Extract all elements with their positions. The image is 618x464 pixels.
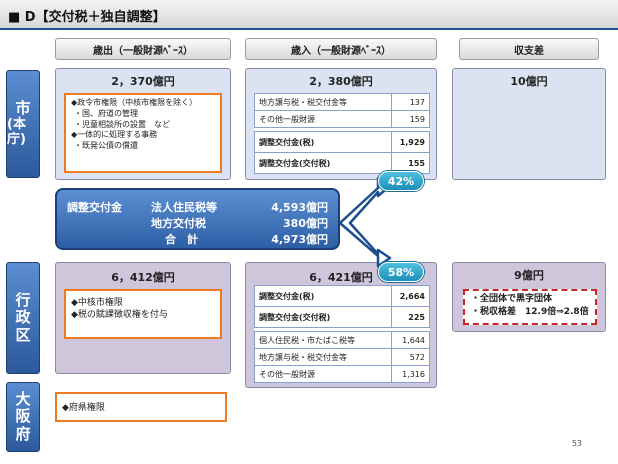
grant-summary-box: 調整交付金 法人住民税等 4,593億円 地方交付税 380億円 合 計 4,9… [55, 188, 340, 250]
ratio-badge-upper: 42% [378, 171, 424, 191]
row-label-city: 市 (本庁) [6, 70, 40, 178]
table-row: 調整交付金(交付税) 155 [254, 152, 430, 174]
city-expenditure-notes: ◆政令市権限（中核市権限を除く） ・国、府道の管理 ・児童相談所の設置 など ◆… [64, 93, 222, 173]
table-row: 調整交付金(交付税) 225 [254, 306, 430, 328]
city-balance-value: 10億円 [510, 75, 548, 88]
page-title: ■ D【交付税＋独自調整】 [8, 10, 166, 25]
ward-note-1: ◆中核市権限 [71, 298, 123, 308]
city-note-4: ◆一体的に処理する事務 [71, 130, 158, 140]
ward-balance-value: 9億円 [514, 269, 544, 282]
ward-revenue-table: 調整交付金(税) 2,664 調整交付金(交付税) 225 個人住民税・市たばこ… [254, 285, 430, 383]
row-label-ward-line1: 行 [15, 291, 31, 310]
ward-balance-note-1: ・全団体で黒字団体 [471, 294, 553, 304]
row-label-prefecture-line3: 府 [15, 424, 31, 443]
row-label-prefecture: 大 阪 府 [6, 382, 40, 452]
row-label-city-line1: 市 [15, 99, 31, 118]
city-expenditure-panel: 2，370億円 ◆政令市権限（中核市権限を除く） ・国、府道の管理 ・児童相談所… [55, 68, 231, 180]
ward-expenditure-notes: ◆中核市権限 ◆税の賦課徴収権を付与 [64, 289, 222, 339]
city-revenue-panel: 2，380億円 地方譲与税・税交付金等 137 その他一般財源 159 調整交付… [245, 68, 437, 180]
row-label-city-line2: (本庁) [7, 116, 26, 147]
city-revenue-total: 2，380億円 [309, 75, 373, 88]
grant-line-2-label: 地方交付税 [151, 217, 206, 230]
column-header-expenditure: 歳出（一般財源ﾍﾞｰｽ） [55, 38, 231, 60]
grant-heading: 調整交付金 [67, 201, 122, 214]
table-row: 地方譲与税・税交付金等 137 [254, 93, 430, 111]
table-row: 個人住民税・市たばこ税等 1,644 [254, 331, 430, 349]
column-header-revenue: 歳入（一般財源ﾍﾞｰｽ） [245, 38, 437, 60]
ward-revenue-value: 2,664 [391, 285, 430, 307]
row-label-ward-line2: 政 [15, 308, 31, 327]
city-revenue-label: 調整交付金(税) [254, 131, 392, 153]
ward-revenue-label: その他一般財源 [254, 365, 392, 383]
city-revenue-label: その他一般財源 [254, 110, 392, 128]
ward-revenue-label: 調整交付金(交付税) [254, 306, 392, 328]
ward-revenue-label: 調整交付金(税) [254, 285, 392, 307]
prefecture-notes: ◆府県権限 [55, 392, 227, 422]
row-label-prefecture-line1: 大 [15, 390, 31, 409]
city-revenue-value: 1,929 [391, 131, 430, 153]
ward-revenue-label: 個人住民税・市たばこ税等 [254, 331, 392, 349]
ward-balance-panel: 9億円 ・全団体で黒字団体 ・税収格差 12.9倍⇒2.8倍 [452, 262, 606, 332]
city-note-2: ・国、府道の管理 [74, 108, 138, 118]
ward-revenue-label: 地方譲与税・税交付金等 [254, 348, 392, 366]
table-row: 調整交付金(税) 2,664 [254, 285, 430, 307]
ward-balance-note-2: ・税収格差 12.9倍⇒2.8倍 [471, 306, 589, 317]
city-note-3: ・児童相談所の設置 など [74, 119, 170, 129]
ward-revenue-value: 572 [391, 348, 430, 366]
city-expenditure-total: 2，370億円 [111, 75, 175, 88]
ward-expenditure-total: 6，412億円 [111, 271, 175, 284]
city-revenue-value: 137 [391, 93, 430, 111]
grant-line-3-label: 合 計 [165, 233, 198, 246]
ratio-badge-lower: 58% [378, 262, 424, 282]
grant-line-3-value: 4,973億円 [271, 233, 328, 246]
ward-expenditure-panel: 6，412億円 ◆中核市権限 ◆税の賦課徴収権を付与 [55, 262, 231, 374]
city-revenue-value: 159 [391, 110, 430, 128]
city-note-5: ・既発公債の償還 [74, 141, 138, 151]
row-label-ward-line3: 区 [15, 325, 31, 344]
grant-line-1-label: 法人住民税等 [151, 201, 217, 214]
city-revenue-table: 地方譲与税・税交付金等 137 その他一般財源 159 調整交付金(税) 1,9… [254, 93, 430, 174]
row-label-ward: 行 政 区 [6, 262, 40, 374]
ward-revenue-value: 225 [391, 306, 430, 328]
page-number: 53 [571, 439, 582, 448]
table-row: その他一般財源 159 [254, 110, 430, 128]
city-note-1: ◆政令市権限（中核市権限を除く） [71, 98, 198, 107]
ward-revenue-total: 6，421億円 [309, 271, 373, 284]
prefecture-note-1: ◆府県権限 [62, 403, 105, 413]
table-row: 地方譲与税・税交付金等 572 [254, 348, 430, 366]
column-header-balance: 収支差 [459, 38, 599, 60]
grant-line-1-value: 4,593億円 [271, 201, 328, 214]
city-revenue-label: 調整交付金(交付税) [254, 152, 392, 174]
table-row: その他一般財源 1,316 [254, 365, 430, 383]
grant-line-2-value: 380億円 [283, 217, 328, 230]
city-balance-panel: 10億円 [452, 68, 606, 180]
ward-balance-notes: ・全団体で黒字団体 ・税収格差 12.9倍⇒2.8倍 [463, 289, 597, 325]
ward-note-2: ◆税の賦課徴収権を付与 [71, 310, 168, 321]
city-revenue-label: 地方譲与税・税交付金等 [254, 93, 392, 111]
title-bar [0, 0, 618, 30]
table-row: 調整交付金(税) 1,929 [254, 131, 430, 153]
row-label-prefecture-line2: 阪 [15, 407, 31, 426]
ward-revenue-value: 1,644 [391, 331, 430, 349]
ward-revenue-value: 1,316 [391, 365, 430, 383]
ward-revenue-panel: 6，421億円 調整交付金(税) 2,664 調整交付金(交付税) 225 個人… [245, 262, 437, 388]
